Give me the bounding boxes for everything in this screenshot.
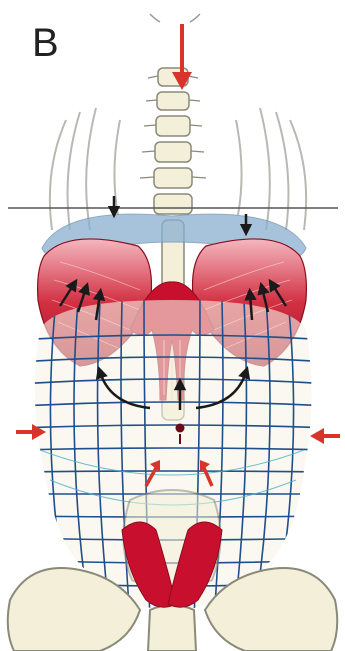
side-pressure-arrow-right <box>310 428 340 444</box>
center-point <box>176 424 185 433</box>
head-hint <box>150 14 200 22</box>
panel-label: B <box>32 21 59 65</box>
